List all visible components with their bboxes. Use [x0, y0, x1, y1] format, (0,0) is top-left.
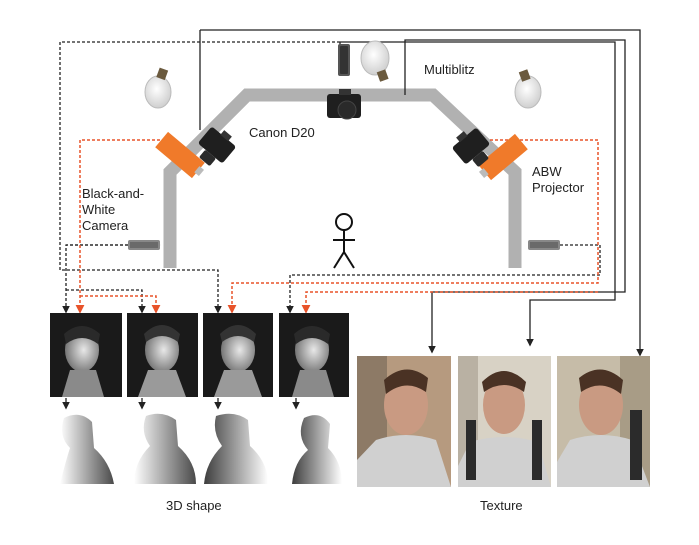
projector-right	[478, 133, 528, 181]
lamp-right	[514, 69, 542, 109]
bw-camera-left	[128, 240, 160, 250]
dslr-camera-center	[327, 89, 361, 120]
bw-camera-label: Black-and- White Camera	[82, 186, 144, 234]
lamp-left	[144, 67, 172, 109]
bw-camera-label-line-1: Black-and-	[82, 186, 145, 201]
bw-camera-right	[528, 240, 560, 250]
multiblitz-label: Multiblitz	[424, 62, 475, 77]
texture-photo-1	[357, 356, 451, 487]
depth-map-4	[292, 415, 342, 484]
multiblitz-flash	[338, 44, 350, 76]
camera-gantry	[163, 88, 522, 268]
depth-map-1	[60, 414, 114, 484]
texture-photo-2	[458, 356, 551, 487]
canon-d20-label: Canon D20	[249, 125, 315, 140]
abw-projector-label: ABW Projector	[532, 164, 584, 196]
depth-map-2	[134, 413, 196, 484]
bw-photo-1	[50, 313, 122, 397]
shape-caption: 3D shape	[166, 498, 222, 513]
black-wires	[59, 29, 644, 410]
bw-photo-2	[127, 313, 198, 397]
lamp-center	[360, 40, 390, 82]
dslr-camera-right	[452, 128, 490, 167]
texture-photo-3	[557, 356, 650, 487]
bw-camera-label-line-2: White	[82, 202, 116, 217]
abw-projector-label-line-1: ABW	[532, 164, 562, 179]
stick-figure-icon	[333, 213, 355, 269]
abw-projector-label-line-2: Projector	[532, 180, 585, 195]
bw-photo-4	[279, 313, 349, 397]
projector-left	[155, 131, 205, 179]
dslr-camera-left	[198, 127, 236, 166]
bw-camera-label-line-3: Camera	[82, 218, 129, 233]
texture-caption: Texture	[480, 498, 523, 513]
red-wires	[75, 139, 599, 314]
bw-photo-3	[203, 313, 273, 397]
depth-map-3	[204, 413, 268, 484]
